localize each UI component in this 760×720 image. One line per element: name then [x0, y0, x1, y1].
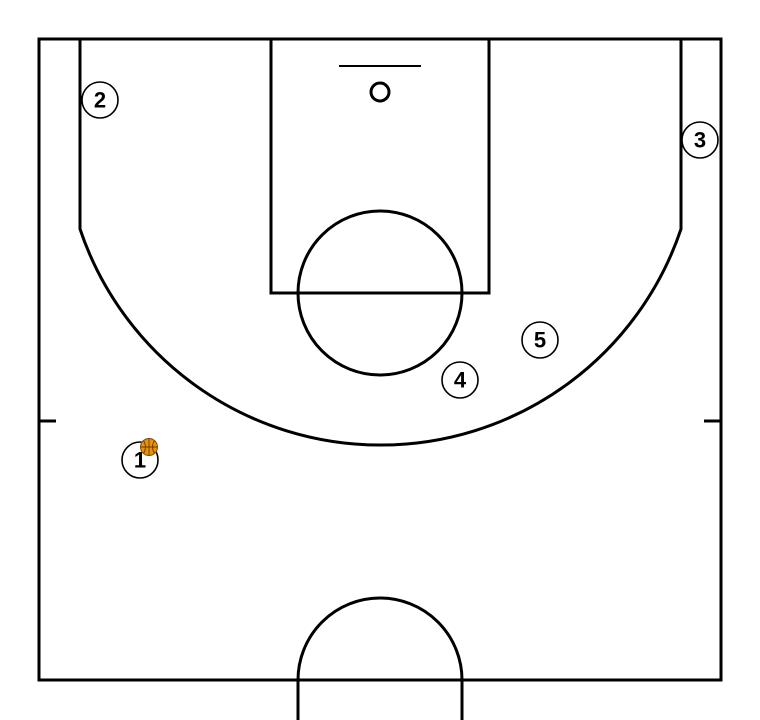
- court-boundary: [37, 37, 723, 682]
- player-marker: [81, 81, 119, 119]
- player-label: 2: [94, 88, 106, 113]
- player-marker: [681, 121, 719, 159]
- basketball-icon: [140, 438, 158, 456]
- player-label: 3: [694, 128, 706, 153]
- player-3: 3: [681, 121, 719, 159]
- player-2: 2: [81, 81, 119, 119]
- player-label: 5: [534, 328, 546, 353]
- player-label: 4: [454, 368, 467, 393]
- free-throw-circle: [296, 209, 464, 377]
- player-marker: [521, 321, 559, 359]
- center-circle: [296, 596, 464, 720]
- hoop-rim: [369, 81, 391, 103]
- player-marker: [441, 361, 479, 399]
- paint-area: [269, 37, 491, 295]
- player-5: 5: [521, 321, 559, 359]
- player-4: 4: [441, 361, 479, 399]
- three-point-line: [78, 39, 683, 447]
